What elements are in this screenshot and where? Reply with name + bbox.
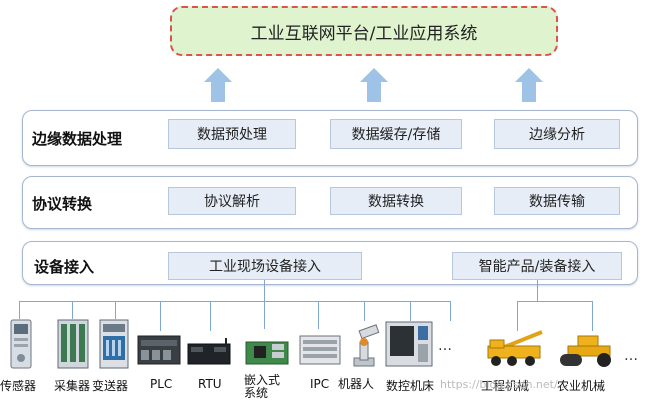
device-label-plc: PLC (150, 377, 173, 391)
up-arrow-icon (360, 68, 388, 102)
connector-line (160, 301, 161, 331)
cnc-machine-icon (385, 321, 433, 367)
connector-line (364, 301, 365, 321)
platform-label: 工业互联网平台/工业应用系统 (250, 23, 478, 44)
device-label-cnc: 数控机床 (386, 379, 435, 393)
connector-line (318, 301, 319, 329)
platform-box: 工业互联网平台/工业应用系统 (170, 6, 558, 56)
crane-truck-icon (487, 330, 543, 366)
device-label-engineering-machinery: 工程机械 (481, 379, 530, 393)
embedded-board-icon (245, 341, 289, 365)
connector-line (19, 301, 450, 302)
plc-icon (137, 335, 181, 365)
more-devices-ellipsis: … (624, 348, 639, 364)
connector-line (450, 301, 451, 321)
connector-line (592, 301, 593, 331)
connector-line (517, 301, 592, 302)
rtu-icon (187, 338, 231, 365)
road-roller-icon (560, 335, 611, 367)
device-label-rtu: RTU (198, 377, 222, 391)
layer-title: 设备接入 (34, 258, 95, 276)
connector-line (264, 280, 265, 301)
connector-line (264, 301, 265, 329)
device-label-embedded-system: 嵌入式 系统 (244, 373, 281, 400)
connector-line (19, 301, 20, 319)
cell-smart-product-access: 智能产品/装备接入 (452, 252, 622, 280)
device-label-sensor: 传感器 (0, 379, 37, 393)
connector-line (517, 301, 518, 331)
cell-edge-analysis: 边缘分析 (494, 119, 620, 149)
device-label-transmitter: 变送器 (92, 379, 129, 393)
layer-title: 边缘数据处理 (32, 130, 123, 148)
up-arrow-icon (204, 68, 232, 102)
cell-data-transmission: 数据传输 (494, 187, 620, 215)
layer-title: 协议转换 (32, 195, 93, 213)
cell-data-cache-storage: 数据缓存/存储 (330, 119, 462, 149)
watermark-text: https://blog.csdn.net/... (440, 378, 569, 391)
connector-line (72, 301, 73, 319)
transmitter-icon (99, 319, 129, 369)
device-label-ipc: IPC (310, 377, 330, 391)
cell-protocol-parsing: 协议解析 (168, 187, 296, 215)
cell-field-device-access: 工业现场设备接入 (168, 252, 362, 280)
cell-data-preprocessing: 数据预处理 (168, 119, 296, 149)
connector-line (115, 301, 116, 319)
ipc-icon (299, 335, 341, 365)
sensor-icon (10, 319, 32, 369)
up-arrow-icon (515, 68, 543, 102)
more-devices-ellipsis: … (438, 338, 453, 354)
collector-icon (57, 319, 89, 369)
device-label-agricultural-machinery: 农业机械 (557, 379, 606, 393)
connector-line (537, 280, 538, 301)
device-label-collector: 采集器 (54, 379, 91, 393)
connector-line (210, 301, 211, 331)
cell-data-conversion: 数据转换 (330, 187, 462, 215)
connector-line (410, 301, 411, 321)
device-label-robot: 机器人 (338, 377, 375, 391)
robot-arm-icon (353, 324, 380, 367)
